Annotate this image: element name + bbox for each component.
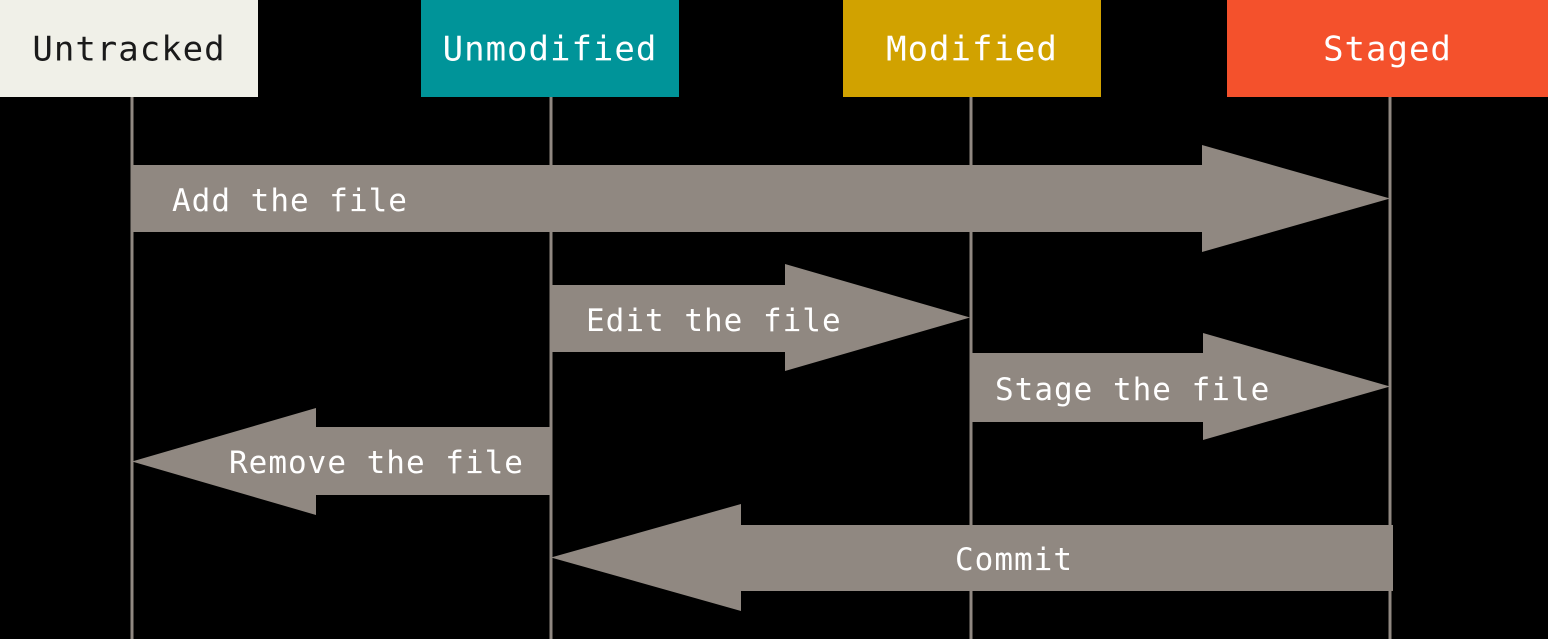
state-label-unmodified: Unmodified [443, 30, 658, 70]
state-box-unmodified[interactable] [421, 0, 679, 97]
state-label-modified: Modified [886, 30, 1058, 70]
transition-label-commit: Commit [955, 542, 1073, 578]
arrow-shape-commit [551, 504, 1393, 611]
state-label-untracked: Untracked [32, 30, 225, 70]
transition-label-remove-the-file: Remove the file [229, 445, 524, 481]
transition-arrows [132, 145, 1393, 611]
transition-labels: Add the file Edit the file Stage the fil… [172, 183, 1270, 578]
state-box-untracked[interactable] [0, 0, 258, 97]
arrow-shape-add-the-file [133, 145, 1390, 252]
arrow-shape-stage-the-file [971, 333, 1390, 440]
transition-label-add-the-file: Add the file [172, 183, 408, 219]
transition-label-stage-the-file: Stage the file [995, 372, 1270, 408]
state-boxes [0, 0, 1548, 97]
state-labels: Untracked Unmodified Modified Staged [32, 30, 1452, 70]
arrow-shape-edit-the-file [551, 264, 970, 371]
state-box-staged[interactable] [1227, 0, 1548, 97]
arrow-shape-remove-the-file [132, 408, 551, 515]
state-label-staged: Staged [1323, 30, 1452, 70]
state-box-modified[interactable] [843, 0, 1101, 97]
transition-label-edit-the-file: Edit the file [586, 303, 842, 339]
